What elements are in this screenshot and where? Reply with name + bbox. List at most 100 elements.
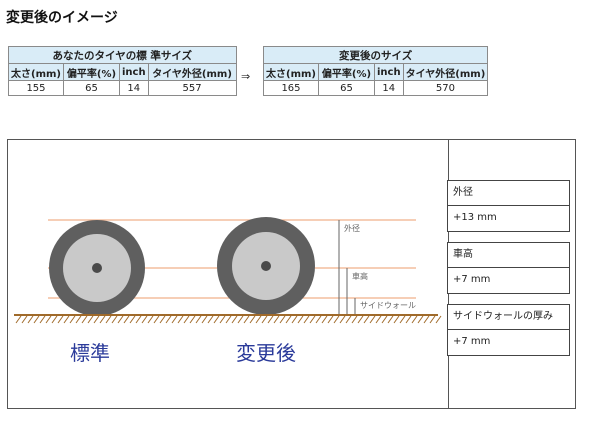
col-inch-header: inch: [118, 63, 149, 81]
ground-hatch-mark: [411, 315, 418, 324]
new-inch-value: 14: [373, 80, 404, 96]
new-hub-icon: [261, 261, 271, 271]
ground-hatch-mark: [309, 315, 316, 324]
ground-hatch-mark: [129, 315, 136, 324]
ground-hatch-mark: [327, 315, 334, 324]
ground-hatch-mark: [93, 315, 100, 324]
ground-hatch-mark: [39, 315, 46, 324]
ground-hatch-mark: [237, 315, 244, 324]
ground-hatch-mark: [81, 315, 88, 324]
ground-hatch-mark: [285, 315, 292, 324]
tire-comparison-diagram: 外径 車高 サイドウォール: [14, 217, 442, 324]
ground-hatch-mark: [435, 315, 442, 324]
standard-label: 標準: [70, 341, 110, 365]
new-label: 変更後: [236, 341, 296, 365]
ground: [14, 314, 442, 324]
new-diameter-value: 570: [402, 80, 489, 96]
col-inch-header: inch: [373, 63, 404, 81]
ground-hatch-mark: [423, 315, 430, 324]
ground-hatch-mark: [393, 315, 400, 324]
sidewall-thickness-card: サイドウォールの厚み +7 mm: [447, 304, 570, 356]
ground-hatch-mark: [381, 315, 388, 324]
standard-tire: [49, 220, 145, 316]
col-width-header: 太さ(mm): [8, 63, 64, 81]
ground-hatch-mark: [183, 315, 190, 324]
dim-label-sidewall: サイドウォール: [360, 301, 416, 310]
outer-diameter-card: 外径 +13 mm: [447, 180, 570, 232]
ground-hatch-mark: [363, 315, 370, 324]
card-value: +7 mm: [453, 274, 491, 285]
ground-hatch-mark: [417, 315, 424, 324]
new-aspect-value: 65: [317, 80, 375, 96]
ground-hatch-mark: [195, 315, 202, 324]
ground-hatch-mark: [189, 315, 196, 324]
ground-hatch-mark: [123, 315, 130, 324]
standard-table-caption: あなたのタイヤの標 準サイズ: [8, 46, 237, 64]
ground-hatch-mark: [15, 315, 22, 324]
card-value: +13 mm: [453, 212, 497, 223]
ground-hatch-mark: [69, 315, 76, 324]
ground-hatch-mark: [57, 315, 64, 324]
ground-hatch-mark: [339, 315, 346, 324]
ground-hatch-mark: [351, 315, 358, 324]
ground-hatch-mark: [375, 315, 382, 324]
card-value: +7 mm: [453, 336, 491, 347]
col-diameter-header: タイヤ外径(mm): [147, 63, 237, 81]
ground-hatch-mark: [201, 315, 208, 324]
std-width-value: 155: [8, 80, 64, 96]
std-aspect-value: 65: [62, 80, 120, 96]
ground-hatch-mark: [165, 315, 172, 324]
standard-hub-icon: [92, 263, 102, 273]
ground-hatch-mark: [159, 315, 166, 324]
ground-hatch-mark: [279, 315, 286, 324]
ground-hatch-mark: [357, 315, 364, 324]
ground-hatch-mark: [27, 315, 34, 324]
ground-hatch-mark: [33, 315, 40, 324]
ground-hatch-mark: [225, 315, 232, 324]
ground-hatch-mark: [51, 315, 58, 324]
ground-hatch-mark: [369, 315, 376, 324]
std-inch-value: 14: [118, 80, 149, 96]
ride-height-card: 車高 +7 mm: [447, 242, 570, 294]
ground-hatch-mark: [21, 315, 28, 324]
ground-hatch-mark: [321, 315, 328, 324]
ground-hatch-mark: [99, 315, 106, 324]
ground-hatch-mark: [315, 315, 322, 324]
ground-hatch-mark: [405, 315, 412, 324]
ground-hatch-mark: [429, 315, 436, 324]
dim-label-outer: 外径: [344, 223, 360, 233]
ground-hatch-mark: [135, 315, 142, 324]
ground-hatch-mark: [111, 315, 118, 324]
col-width-header: 太さ(mm): [263, 63, 319, 81]
ground-hatch-mark: [105, 315, 112, 324]
comparison-panel: 外径 車高 サイドウォール 標準 変更後: [7, 139, 576, 409]
card-title: 車高: [448, 243, 569, 268]
ground-hatch-mark: [207, 315, 214, 324]
ground-hatch-mark: [63, 315, 70, 324]
dim-label-height: 車高: [352, 271, 368, 281]
standard-size-table: あなたのタイヤの標 準サイズ 太さ(mm) 偏平率(%) inch タイヤ外径(…: [8, 46, 237, 96]
page-heading: 変更後のイメージ: [6, 10, 118, 26]
ground-hatch-mark: [45, 315, 52, 324]
card-title: 外径: [448, 181, 569, 206]
arrow-icon: ⇒: [241, 70, 251, 83]
new-size-table: 変更後のサイズ 太さ(mm) 偏平率(%) inch タイヤ外径(mm) 165…: [262, 46, 489, 96]
ground-hatch-mark: [273, 315, 280, 324]
ground-hatch-mark: [345, 315, 352, 324]
ground-hatch-mark: [177, 315, 184, 324]
ground-hatch-mark: [303, 315, 310, 324]
col-aspect-header: 偏平率(%): [62, 63, 120, 81]
ground-hatch-mark: [117, 315, 124, 324]
ground-hatch-mark: [171, 315, 178, 324]
ground-hatch-mark: [213, 315, 220, 324]
std-diameter-value: 557: [147, 80, 237, 96]
dimension-lines: [338, 220, 356, 315]
ground-hatch-mark: [141, 315, 148, 324]
new-tire: [217, 217, 315, 315]
ground-hatch-mark: [87, 315, 94, 324]
ground-hatch-mark: [249, 315, 256, 324]
ground-hatch-mark: [267, 315, 274, 324]
ground-hatch-mark: [219, 315, 226, 324]
ground-hatch-mark: [399, 315, 406, 324]
ground-hatch-mark: [147, 315, 154, 324]
